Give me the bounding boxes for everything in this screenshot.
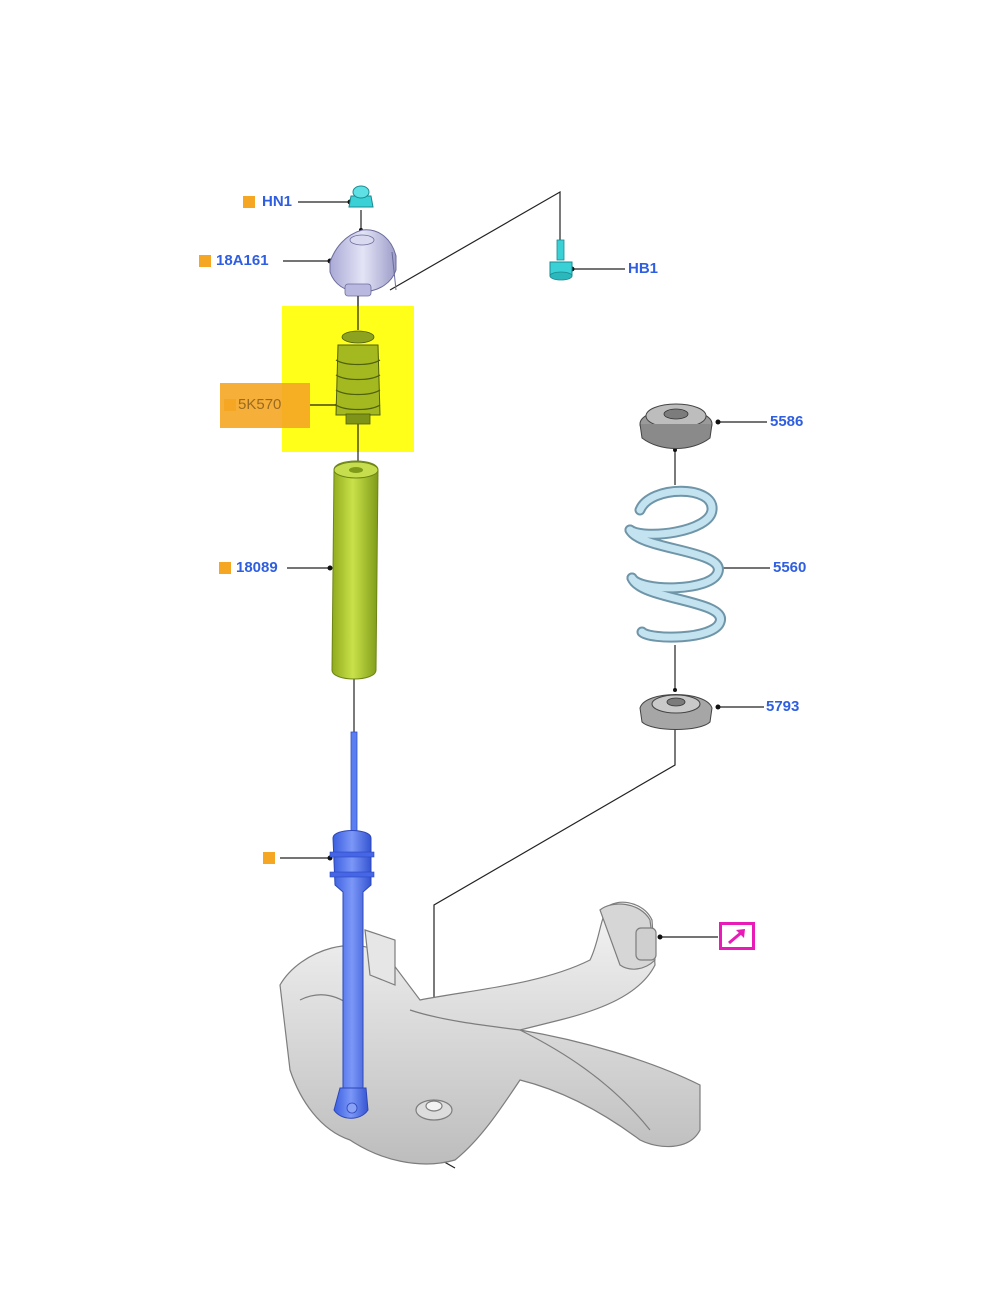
- orange-square-marker: [243, 196, 255, 208]
- orange-square-marker: [263, 852, 275, 864]
- nut-HN1: [348, 185, 374, 208]
- top-mount-18A161: [329, 229, 397, 297]
- external-link-arrow-icon[interactable]: [719, 922, 755, 950]
- upper-spring-seat-5586: [639, 403, 713, 449]
- callout-5793[interactable]: 5793: [766, 698, 800, 715]
- coil-spring-5560: [624, 485, 726, 643]
- selected-part-highlight: [282, 306, 414, 452]
- orange-square-marker: [219, 562, 231, 574]
- shock-absorber: [329, 731, 375, 1119]
- subframe-crossmember: [279, 901, 701, 1165]
- bolt-HB1: [549, 239, 573, 281]
- orange-square-marker: [199, 255, 211, 267]
- callout-5560[interactable]: 5560: [773, 559, 807, 576]
- callout-HN1[interactable]: HN1: [262, 193, 293, 210]
- shock-absorber-hotspot[interactable]: [328, 730, 378, 1125]
- callout-5586[interactable]: 5586: [770, 413, 804, 430]
- callout-18A161[interactable]: 18A161: [216, 252, 269, 269]
- lower-spring-seat-5793: [639, 694, 713, 730]
- callout-5K570[interactable]: 5K570: [238, 396, 282, 413]
- callout-18089[interactable]: 18089: [236, 559, 278, 576]
- dust-boot-18089: [331, 460, 379, 680]
- callout-HB1[interactable]: HB1: [628, 260, 659, 277]
- orange-square-marker: [224, 399, 236, 411]
